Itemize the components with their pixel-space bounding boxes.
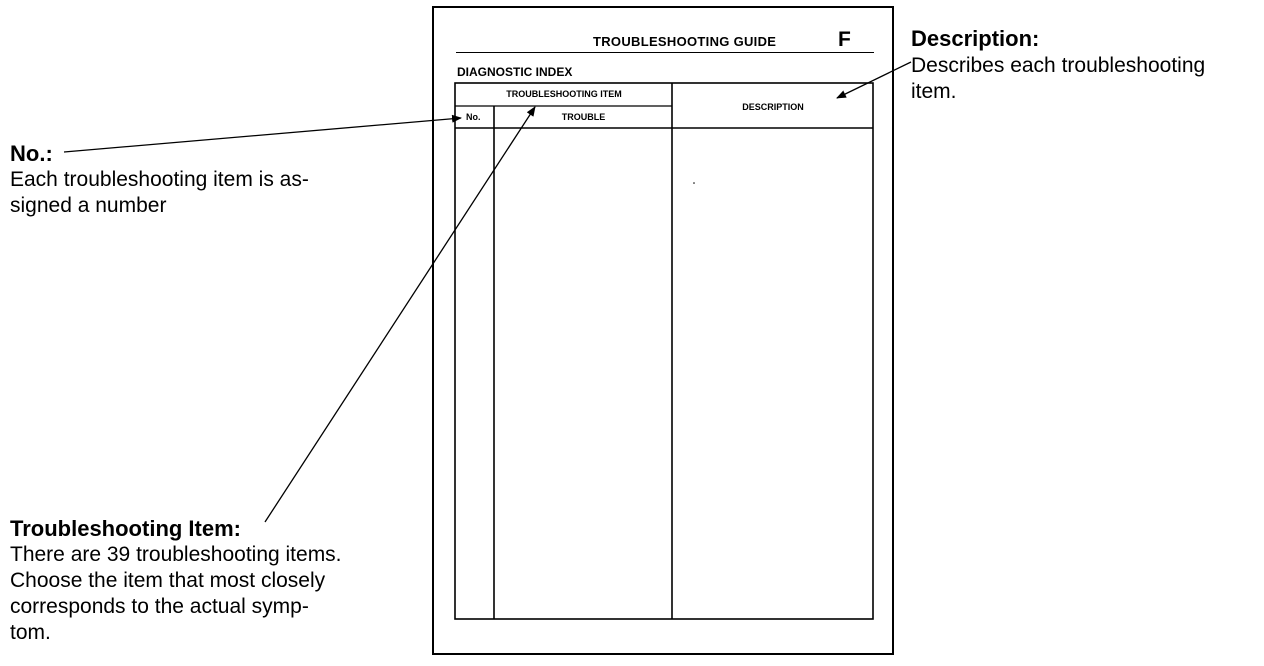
item-callout-body: There are 39 troubleshooting items. Choo… (10, 542, 342, 646)
number-callout-title: No.: (10, 141, 53, 166)
item-callout-title: Troubleshooting Item: (10, 516, 241, 541)
table-border (454, 82, 874, 620)
number-leader-arrow (63, 114, 462, 153)
number-callout-body: Each troubleshooting item is as- signed … (10, 167, 309, 219)
description-leader-arrow (836, 61, 912, 99)
table-col-trouble: TROUBLE (561, 112, 606, 122)
description-callout-body: Describes each troubleshooting item. (911, 53, 1205, 105)
page-header-title: TROUBLESHOOTING GUIDE (593, 34, 777, 49)
item-callout-line: Choose the item that most closely (10, 569, 326, 592)
scan-speck (693, 182, 695, 184)
header-rule (456, 52, 874, 53)
number-callout-line: signed a number (10, 194, 167, 217)
description-callout-title: Description: (911, 26, 1040, 51)
section-letter: F (838, 28, 851, 51)
description-callout-line: Describes each troubleshooting (911, 54, 1206, 77)
table-col-no: No. (466, 112, 481, 122)
diagnostic-index-label: DIAGNOSTIC INDEX (457, 65, 573, 79)
page-frame (432, 6, 894, 655)
item-callout-line: tom. (10, 621, 51, 644)
table-col-description: DESCRIPTION (742, 102, 804, 112)
item-leader-arrow (264, 106, 536, 523)
item-callout-line: There are 39 troubleshooting items. (10, 543, 342, 566)
item-callout-line: corresponds to the actual symp- (10, 595, 309, 618)
number-callout-line: Each troubleshooting item is as- (10, 168, 309, 191)
description-callout-line: item. (911, 80, 957, 103)
table-group-header: TROUBLESHOOTING ITEM (506, 89, 622, 99)
